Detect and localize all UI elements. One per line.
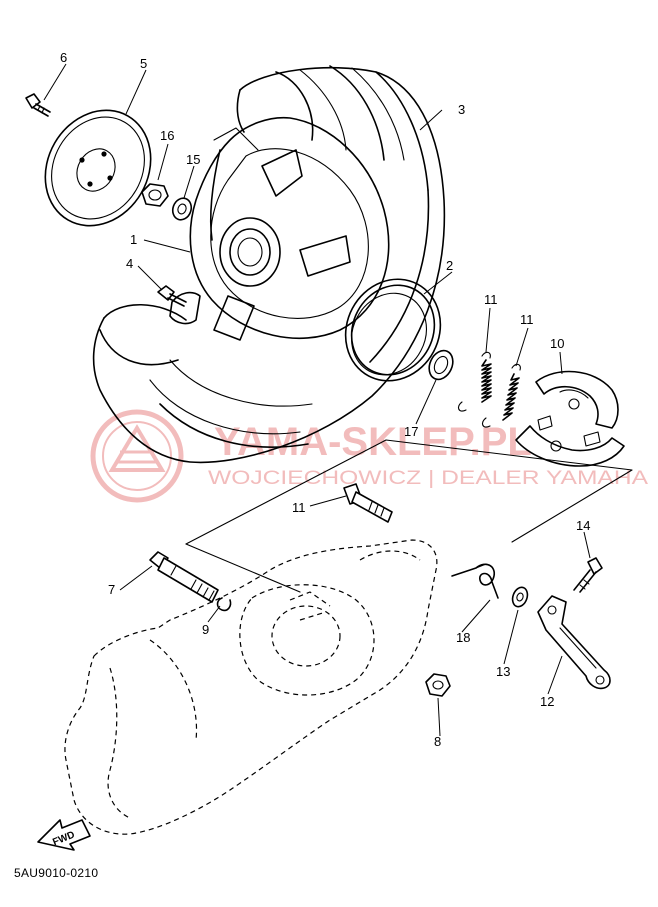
callout-labels: 6 5 3 16 15 1 4 2 11 11 10 17 11 14 7 9 … bbox=[60, 50, 590, 749]
callout-8: 8 bbox=[434, 734, 441, 749]
part-1-wheel bbox=[169, 116, 390, 341]
callout-19: 18 bbox=[456, 630, 470, 645]
part-11-spring-left bbox=[457, 351, 492, 412]
watermark-logo bbox=[90, 409, 184, 503]
crankcase-outline bbox=[64, 539, 438, 835]
part-2-band bbox=[344, 278, 442, 382]
part-9-clip bbox=[216, 597, 232, 612]
part-16-washer bbox=[171, 197, 193, 221]
part-7-axle bbox=[149, 551, 219, 603]
part-3-tire bbox=[92, 65, 446, 464]
leader-lines bbox=[43, 63, 591, 737]
callout-5: 5 bbox=[140, 56, 147, 71]
fwd-arrow: FWD bbox=[37, 819, 91, 851]
assembly-guide-lines bbox=[185, 439, 633, 593]
part-15-bolt bbox=[573, 557, 603, 593]
part-10-brake-shoes bbox=[515, 370, 625, 467]
diagram-code: 5AU9010-0210 bbox=[14, 866, 99, 880]
callout-2: 2 bbox=[446, 258, 453, 273]
callout-14: 13 bbox=[496, 664, 510, 679]
callout-12: 11 bbox=[292, 500, 306, 515]
watermark-title: YAMA-SKLEP.PL bbox=[214, 420, 532, 464]
callout-11b: 11 bbox=[520, 312, 534, 327]
callout-9: 9 bbox=[202, 622, 209, 637]
callout-13: 12 bbox=[540, 694, 554, 709]
part-5-cover bbox=[44, 109, 152, 227]
callout-3: 3 bbox=[458, 102, 465, 117]
callout-10: 10 bbox=[550, 336, 564, 351]
part-14-washer bbox=[511, 586, 529, 608]
callout-4: 4 bbox=[126, 256, 133, 271]
callout-18: 17 bbox=[404, 424, 418, 439]
callout-6: 6 bbox=[60, 50, 67, 65]
part-17-nut bbox=[141, 183, 169, 207]
part-11-spring-right bbox=[481, 363, 521, 428]
part-13-lever bbox=[537, 595, 611, 690]
part-18-seal bbox=[428, 349, 454, 381]
part-8-nut bbox=[425, 673, 451, 697]
callout-17: 16 bbox=[160, 128, 174, 143]
watermark: YAMA-SKLEP.PL WOJCIECHOWICZ | DEALER YAM… bbox=[90, 409, 648, 503]
callout-1: 1 bbox=[130, 232, 137, 247]
part-12-shaft bbox=[343, 483, 393, 523]
watermark-subtitle: WOJCIECHOWICZ | DEALER YAMAHA bbox=[208, 468, 648, 489]
callout-7: 7 bbox=[108, 582, 115, 597]
callout-15: 14 bbox=[576, 518, 590, 533]
part-6-bolt bbox=[25, 93, 51, 117]
part-19-spring bbox=[451, 563, 499, 599]
callout-11a: 11 bbox=[484, 292, 498, 307]
callout-16: 15 bbox=[186, 152, 200, 167]
